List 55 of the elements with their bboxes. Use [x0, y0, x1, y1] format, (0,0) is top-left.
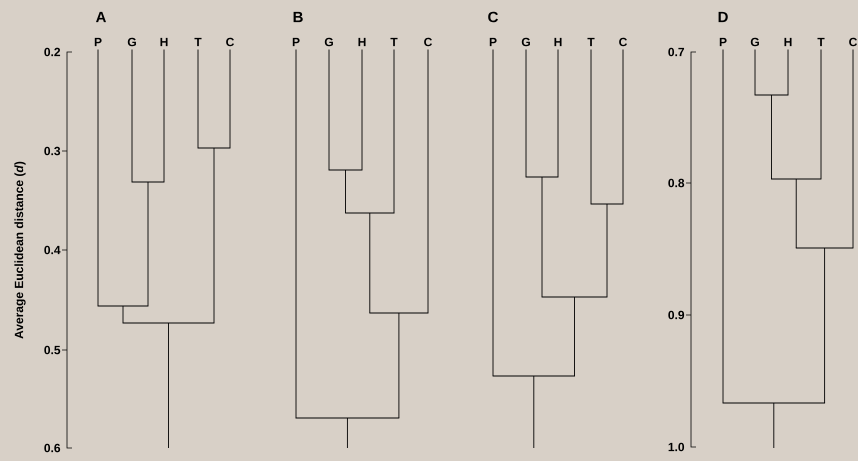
branch-line: [796, 178, 797, 248]
leaf-label: H: [554, 38, 562, 46]
branch-line: [328, 49, 330, 170]
leaf-label: C: [849, 38, 858, 46]
branch-line: [754, 49, 756, 96]
leaf-label: T: [390, 38, 398, 46]
leaf-label: H: [784, 38, 792, 46]
branch-line: [852, 49, 854, 248]
tick-label: 0.2: [44, 48, 60, 56]
panel-letter: B: [294, 12, 303, 22]
tick-label: 0.6: [44, 444, 60, 452]
panel-letter: A: [96, 12, 106, 22]
leaf-label: P: [490, 38, 497, 46]
branch-line: [533, 376, 534, 448]
tick-label: 0.3: [44, 146, 60, 156]
branch-line: [346, 418, 348, 448]
tick-label: 0.9: [668, 310, 684, 320]
leaf-label: C: [424, 38, 432, 46]
leaf-label: H: [160, 38, 168, 46]
leaf-label: P: [94, 38, 102, 46]
branch-line: [590, 49, 592, 204]
branch-line: [492, 49, 494, 376]
branch-line: [168, 322, 169, 448]
branch-line: [574, 296, 575, 376]
leaf-label: G: [522, 38, 530, 46]
leaf-label: C: [226, 38, 234, 46]
tick-label: 0.5: [44, 346, 60, 354]
tick-label: 0.8: [668, 178, 684, 188]
branch-line: [369, 212, 370, 314]
tick-label: 0.7: [668, 48, 684, 56]
leaf-label: H: [358, 38, 366, 46]
leaf-label: C: [619, 38, 628, 46]
leaf-label: P: [292, 38, 300, 46]
leaf-label: T: [587, 38, 595, 46]
panel-letter: C: [488, 12, 498, 22]
branch-line: [606, 204, 608, 298]
branch-line: [773, 402, 774, 448]
leaf-label: G: [750, 38, 759, 46]
leaf-label: G: [128, 38, 136, 46]
leaf-label: G: [324, 38, 333, 46]
branch-line: [398, 312, 400, 418]
axis-title: Average Euclidean distance (d): [14, 162, 26, 339]
leaf-label: T: [194, 38, 202, 46]
leaf-label: P: [720, 38, 727, 46]
branch-line: [345, 170, 346, 214]
branch-line: [722, 49, 724, 404]
tick-label: 1.0: [668, 442, 684, 452]
leaf-label: T: [817, 38, 825, 46]
panel-letter: D: [718, 12, 728, 22]
branch-line: [771, 94, 772, 180]
branch-line: [820, 49, 822, 180]
tick-label: 0.4: [44, 246, 60, 254]
branch-line: [824, 248, 826, 404]
branch-line: [122, 306, 124, 324]
branch-line: [622, 49, 624, 204]
